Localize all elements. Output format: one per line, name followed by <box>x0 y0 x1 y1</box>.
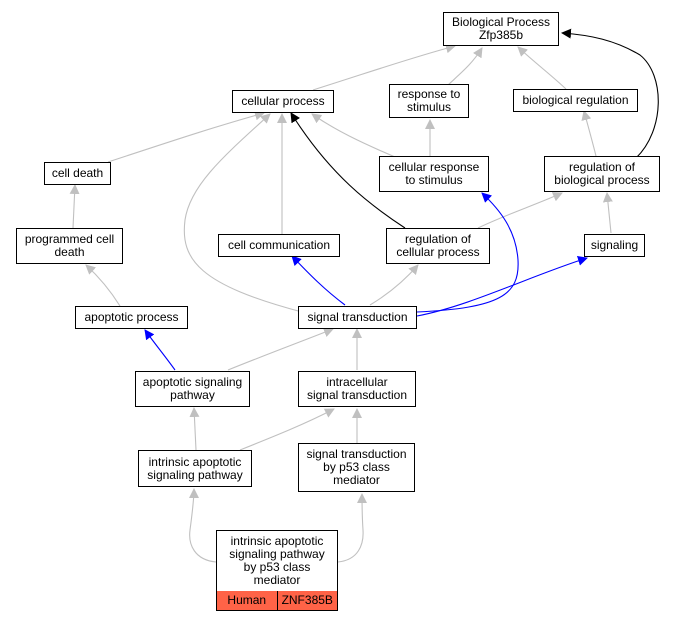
node-cell-death[interactable]: cell death <box>44 162 111 185</box>
edge-iasp-to-ist <box>239 408 335 451</box>
node-apoptotic-process[interactable]: apoptotic process <box>75 306 188 329</box>
node-programmed-cell-death[interactable]: programmed cell death <box>16 228 123 264</box>
edge-leaf-to-iasp <box>188 488 217 563</box>
edge-st-to-sig <box>416 255 588 317</box>
edge-crs-to-cp <box>311 113 396 158</box>
edge-rcp-to-rbp <box>477 192 563 229</box>
edge-rcp-to-cp <box>290 112 406 229</box>
node-intrinsic-apoptotic-signaling-pathway[interactable]: intrinsic apoptotic signaling pathway <box>138 450 252 487</box>
edge-cp-to-bp <box>312 43 456 91</box>
node-intracellular-signal-transduction[interactable]: intracellular signal transduction <box>298 371 416 407</box>
edge-ap-to-pcd <box>85 264 121 307</box>
edge-br-to-bp <box>517 46 567 90</box>
node-response-to-stimulus[interactable]: response to stimulus <box>389 84 469 118</box>
edge-st-to-crs <box>416 192 519 313</box>
edge-asp-to-st <box>227 327 334 371</box>
edge-st-to-cc <box>291 255 346 306</box>
edge-cd-to-cp <box>107 110 265 163</box>
edge-asp-to-ap <box>144 329 176 371</box>
leaf-annotation-tags: Human ZNF385B <box>216 591 338 611</box>
edge-iasp-to-asp <box>189 407 200 451</box>
node-cellular-process[interactable]: cellular process <box>232 90 334 113</box>
node-cellular-response-to-stimulus[interactable]: cellular response to stimulus <box>379 156 489 192</box>
edge-st-to-rcp <box>369 264 419 306</box>
node-signal-transduction-by-p53[interactable]: signal transduction by p53 class mediato… <box>298 443 415 492</box>
species-tag: Human <box>217 591 277 610</box>
node-cell-communication[interactable]: cell communication <box>218 234 340 257</box>
edge-rbp-to-bp <box>561 28 659 159</box>
node-regulation-of-cellular-process[interactable]: regulation of cellular process <box>386 228 490 264</box>
gene-tag: ZNF385B <box>276 591 337 610</box>
node-biological-regulation[interactable]: biological regulation <box>513 89 638 112</box>
edge-st-to-cp <box>183 113 303 313</box>
edge-rts-to-bp <box>447 47 483 86</box>
edge-pcd-to-cd <box>69 184 80 229</box>
node-signal-transduction[interactable]: signal transduction <box>298 306 417 329</box>
node-apoptotic-signaling-pathway[interactable]: apoptotic signaling pathway <box>135 371 250 407</box>
node-biological-process[interactable]: Biological Process Zfp385b <box>443 12 559 46</box>
edge-sig-to-rbp <box>602 192 613 234</box>
edge-leaf-to-stp <box>337 493 368 563</box>
node-intrinsic-apoptotic-p53-leaf[interactable]: intrinsic apoptotic signaling pathway by… <box>216 530 338 592</box>
node-signaling[interactable]: signaling <box>584 234 645 257</box>
node-regulation-of-biological-process[interactable]: regulation of biological process <box>544 156 660 192</box>
edge-rbp-to-br <box>581 110 597 157</box>
